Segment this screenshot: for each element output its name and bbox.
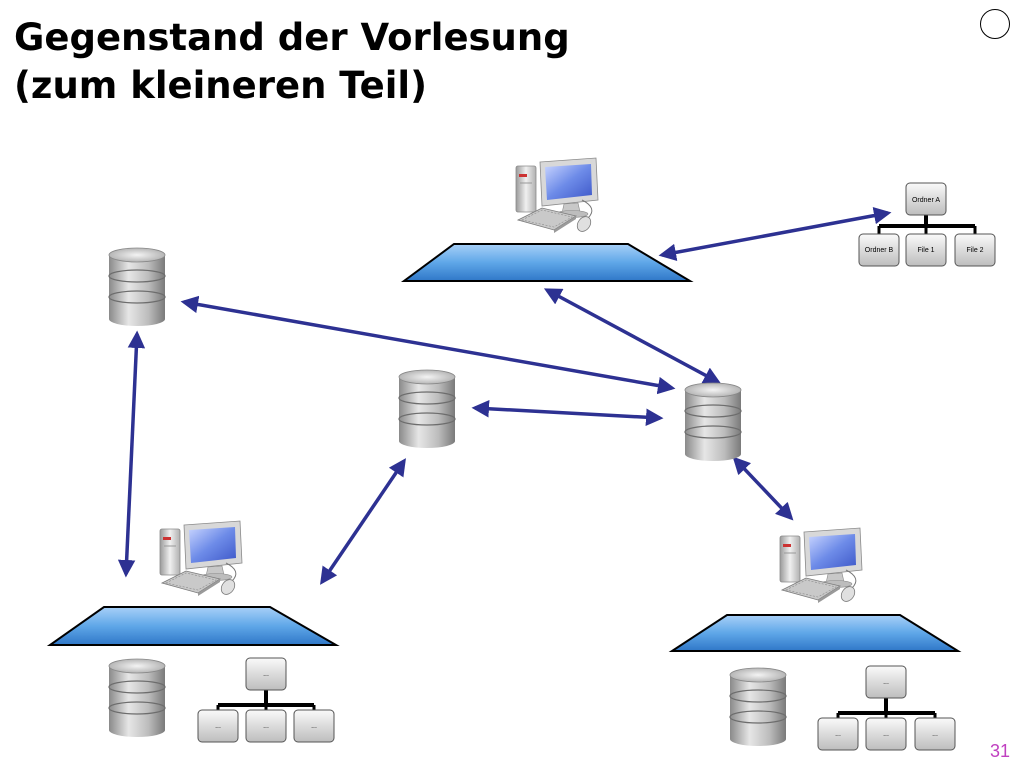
folder-tree-right: ... ... ... ... bbox=[817, 665, 956, 751]
station-left: ... ... ... ... bbox=[46, 520, 340, 743]
database-central-icon bbox=[684, 382, 742, 462]
folder-tree-left: ... ... ... ... bbox=[197, 657, 335, 743]
database-right-bottom-icon bbox=[729, 667, 787, 747]
slide-title: Gegenstand der Vorlesung (zum kleineren … bbox=[14, 14, 570, 110]
connection-arrows bbox=[117, 206, 892, 585]
workstation-top-icon bbox=[515, 157, 599, 235]
database-left-top-icon bbox=[108, 247, 166, 327]
platform-right bbox=[668, 614, 962, 652]
arrow-left-db-to-left-station bbox=[117, 330, 146, 578]
tree-top-child-label-1: Ordner B bbox=[865, 247, 894, 254]
tree-left-child-label-2: ... bbox=[263, 723, 269, 730]
tree-left-child-label-3: ... bbox=[311, 723, 317, 730]
tree-top-root-label: Ordner A bbox=[912, 197, 940, 204]
tree-left-root-label: ... bbox=[263, 671, 269, 678]
arrow-middle-db-to-left-station bbox=[320, 458, 406, 585]
tree-right-child-label-3: ... bbox=[932, 731, 938, 738]
station-top bbox=[400, 157, 694, 282]
arrow-top-station-to-folder-tree bbox=[658, 206, 892, 262]
station-right: ... ... ... ... bbox=[668, 527, 962, 751]
slide-number: 31 bbox=[990, 741, 1011, 761]
folder-tree-top: Ordner A Ordner B File 1 File 2 bbox=[858, 182, 996, 267]
workstation-right-icon bbox=[779, 527, 863, 605]
database-middle-icon bbox=[398, 369, 456, 449]
database-left-bottom-icon bbox=[108, 658, 166, 738]
workstation-left-icon bbox=[159, 520, 243, 598]
tree-right-root-label: ... bbox=[883, 679, 889, 686]
title-line-2: (zum kleineren Teil) bbox=[14, 64, 427, 107]
tree-top-child-label-3: File 2 bbox=[966, 247, 983, 254]
platform-top bbox=[400, 243, 694, 282]
platform-left bbox=[46, 606, 340, 646]
tree-top-child-label-2: File 1 bbox=[917, 247, 934, 254]
arrow-middle-db-to-central-db bbox=[471, 400, 664, 426]
logo-circle-icon bbox=[980, 9, 1010, 39]
tree-left-child-label-1: ... bbox=[215, 723, 221, 730]
arrow-top-station-to-central-db bbox=[543, 288, 722, 384]
arrow-central-db-to-right-station bbox=[732, 456, 794, 521]
tree-right-child-label-1: ... bbox=[835, 731, 841, 738]
title-line-1: Gegenstand der Vorlesung bbox=[14, 16, 570, 59]
tree-right-child-label-2: ... bbox=[883, 731, 889, 738]
arrow-left-db-to-central-db bbox=[180, 295, 676, 395]
